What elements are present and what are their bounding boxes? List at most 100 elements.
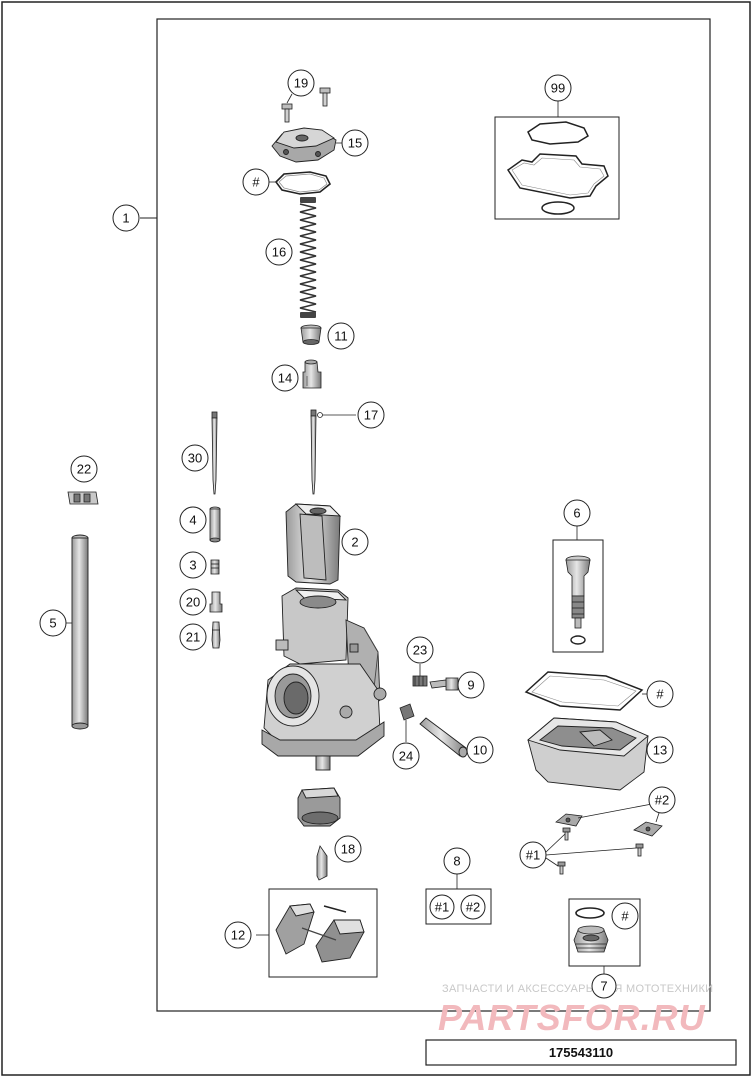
svg-text:5: 5 <box>49 616 56 631</box>
choke-box-6 <box>552 539 604 653</box>
svg-text:12: 12 <box>231 928 245 943</box>
svg-text:1: 1 <box>122 211 129 226</box>
svg-text:#: # <box>621 909 629 924</box>
callout-kit-hash1: #1 <box>429 894 455 920</box>
needle-clip-holder-14 <box>302 359 322 389</box>
svg-text:17: 17 <box>364 408 378 423</box>
svg-text:6: 6 <box>573 506 580 521</box>
callout-14: 14 <box>271 364 299 392</box>
float-box-12 <box>268 888 378 978</box>
svg-text:9: 9 <box>467 678 474 693</box>
svg-text:2: 2 <box>351 535 358 550</box>
top-cover-15 <box>271 127 337 163</box>
svg-text:#1: #1 <box>435 900 449 915</box>
svg-text:#2: #2 <box>466 900 480 915</box>
svg-text:15: 15 <box>348 136 362 151</box>
callout-8: 8 <box>443 847 471 875</box>
screw-24 <box>399 703 415 721</box>
needle-jet-4 <box>209 506 221 543</box>
svg-text:30: 30 <box>188 451 202 466</box>
needle-holder-11 <box>300 324 322 345</box>
svg-text:3: 3 <box>189 558 196 573</box>
float-insert <box>297 787 341 827</box>
idle-screw-23 <box>412 675 428 687</box>
svg-text:24: 24 <box>399 749 413 764</box>
carburetor-body <box>261 587 387 771</box>
bowl-clips <box>555 813 663 837</box>
svg-text:10: 10 <box>473 743 487 758</box>
callout-16: 16 <box>265 238 293 266</box>
callout-12: 12 <box>224 921 252 949</box>
svg-text:99: 99 <box>551 81 565 96</box>
svg-text:20: 20 <box>186 595 200 610</box>
air-screw-9 <box>429 677 459 691</box>
callout-hash-top-gasket: # <box>242 168 270 196</box>
float-needle-18 <box>316 845 328 881</box>
callout-11: 11 <box>327 322 355 350</box>
gasket-kit-box-99 <box>494 116 620 220</box>
float-bowl-gasket <box>524 671 644 711</box>
svg-text:4: 4 <box>189 513 196 528</box>
callout-7: 7 <box>591 973 617 999</box>
callout-24: 24 <box>392 742 420 770</box>
gasket-kit-99 <box>506 121 609 215</box>
callout-kit-hash2: #2 <box>460 894 486 920</box>
callout-30: 30 <box>181 444 209 472</box>
float-bowl-13 <box>527 717 649 791</box>
callout-23: 23 <box>406 636 434 664</box>
pin-10 <box>419 717 468 758</box>
callout-hash-drain-plug: # <box>611 902 639 930</box>
screw-19 <box>281 87 331 123</box>
callout-1: 1 <box>112 204 140 232</box>
svg-text:7: 7 <box>600 979 607 994</box>
spring-16 <box>299 197 317 318</box>
callout-17: 17 <box>357 401 385 429</box>
hose-clip-22 <box>67 491 99 505</box>
callout-3: 3 <box>179 551 207 579</box>
callout-19: 19 <box>287 69 315 97</box>
callout-20: 20 <box>179 588 207 616</box>
callout-13: 13 <box>646 736 674 764</box>
svg-text:8: 8 <box>453 854 460 869</box>
callout-5: 5 <box>39 609 67 637</box>
callout-2: 2 <box>341 528 369 556</box>
svg-text:23: 23 <box>413 643 427 658</box>
svg-text:14: 14 <box>278 371 292 386</box>
assembly-frame <box>156 18 711 1012</box>
svg-text:13: 13 <box>653 743 667 758</box>
hose-5 <box>71 534 89 730</box>
bowl-screws <box>557 827 644 875</box>
callout-hash1-screws: #1 <box>519 841 547 869</box>
svg-text:#: # <box>252 175 260 190</box>
drain-plug-7 <box>573 907 609 953</box>
jet-needle-30 <box>211 411 218 495</box>
part-number-box <box>425 1039 737 1066</box>
svg-text:#: # <box>656 687 664 702</box>
watermark-line1: ЗАПЧАСТИ И АКСЕССУАРЫ ДЛЯ МОТОТЕХНИКИ <box>442 983 713 995</box>
float-12 <box>275 903 365 963</box>
part-number: 175543110 <box>549 1045 613 1060</box>
jet-21 <box>211 621 221 649</box>
callout-15: 15 <box>341 129 369 157</box>
callout-21: 21 <box>179 623 207 651</box>
watermark-line2: PARTSFOR.RU <box>438 997 706 1038</box>
callout-hash-float-bowl: # <box>646 680 674 708</box>
svg-text:19: 19 <box>294 76 308 91</box>
drain-box-7 <box>568 898 641 967</box>
callout-22: 22 <box>70 455 98 483</box>
callout-9: 9 <box>457 671 485 699</box>
kit-box-8 <box>425 888 492 925</box>
svg-text:21: 21 <box>186 630 200 645</box>
callout-18: 18 <box>334 835 362 863</box>
svg-text:#1: #1 <box>526 848 540 863</box>
svg-text:#2: #2 <box>655 793 669 808</box>
jet-20 <box>209 591 223 613</box>
callout-hash2-clips: #2 <box>648 786 676 814</box>
callouts: 1 19 15 # 16 11 14 17 30 22 4 2 3 20 5 2… <box>39 69 676 999</box>
svg-text:22: 22 <box>77 462 91 477</box>
top-gasket <box>274 171 332 195</box>
throttle-slide-2 <box>285 503 342 585</box>
svg-text:11: 11 <box>334 329 348 344</box>
